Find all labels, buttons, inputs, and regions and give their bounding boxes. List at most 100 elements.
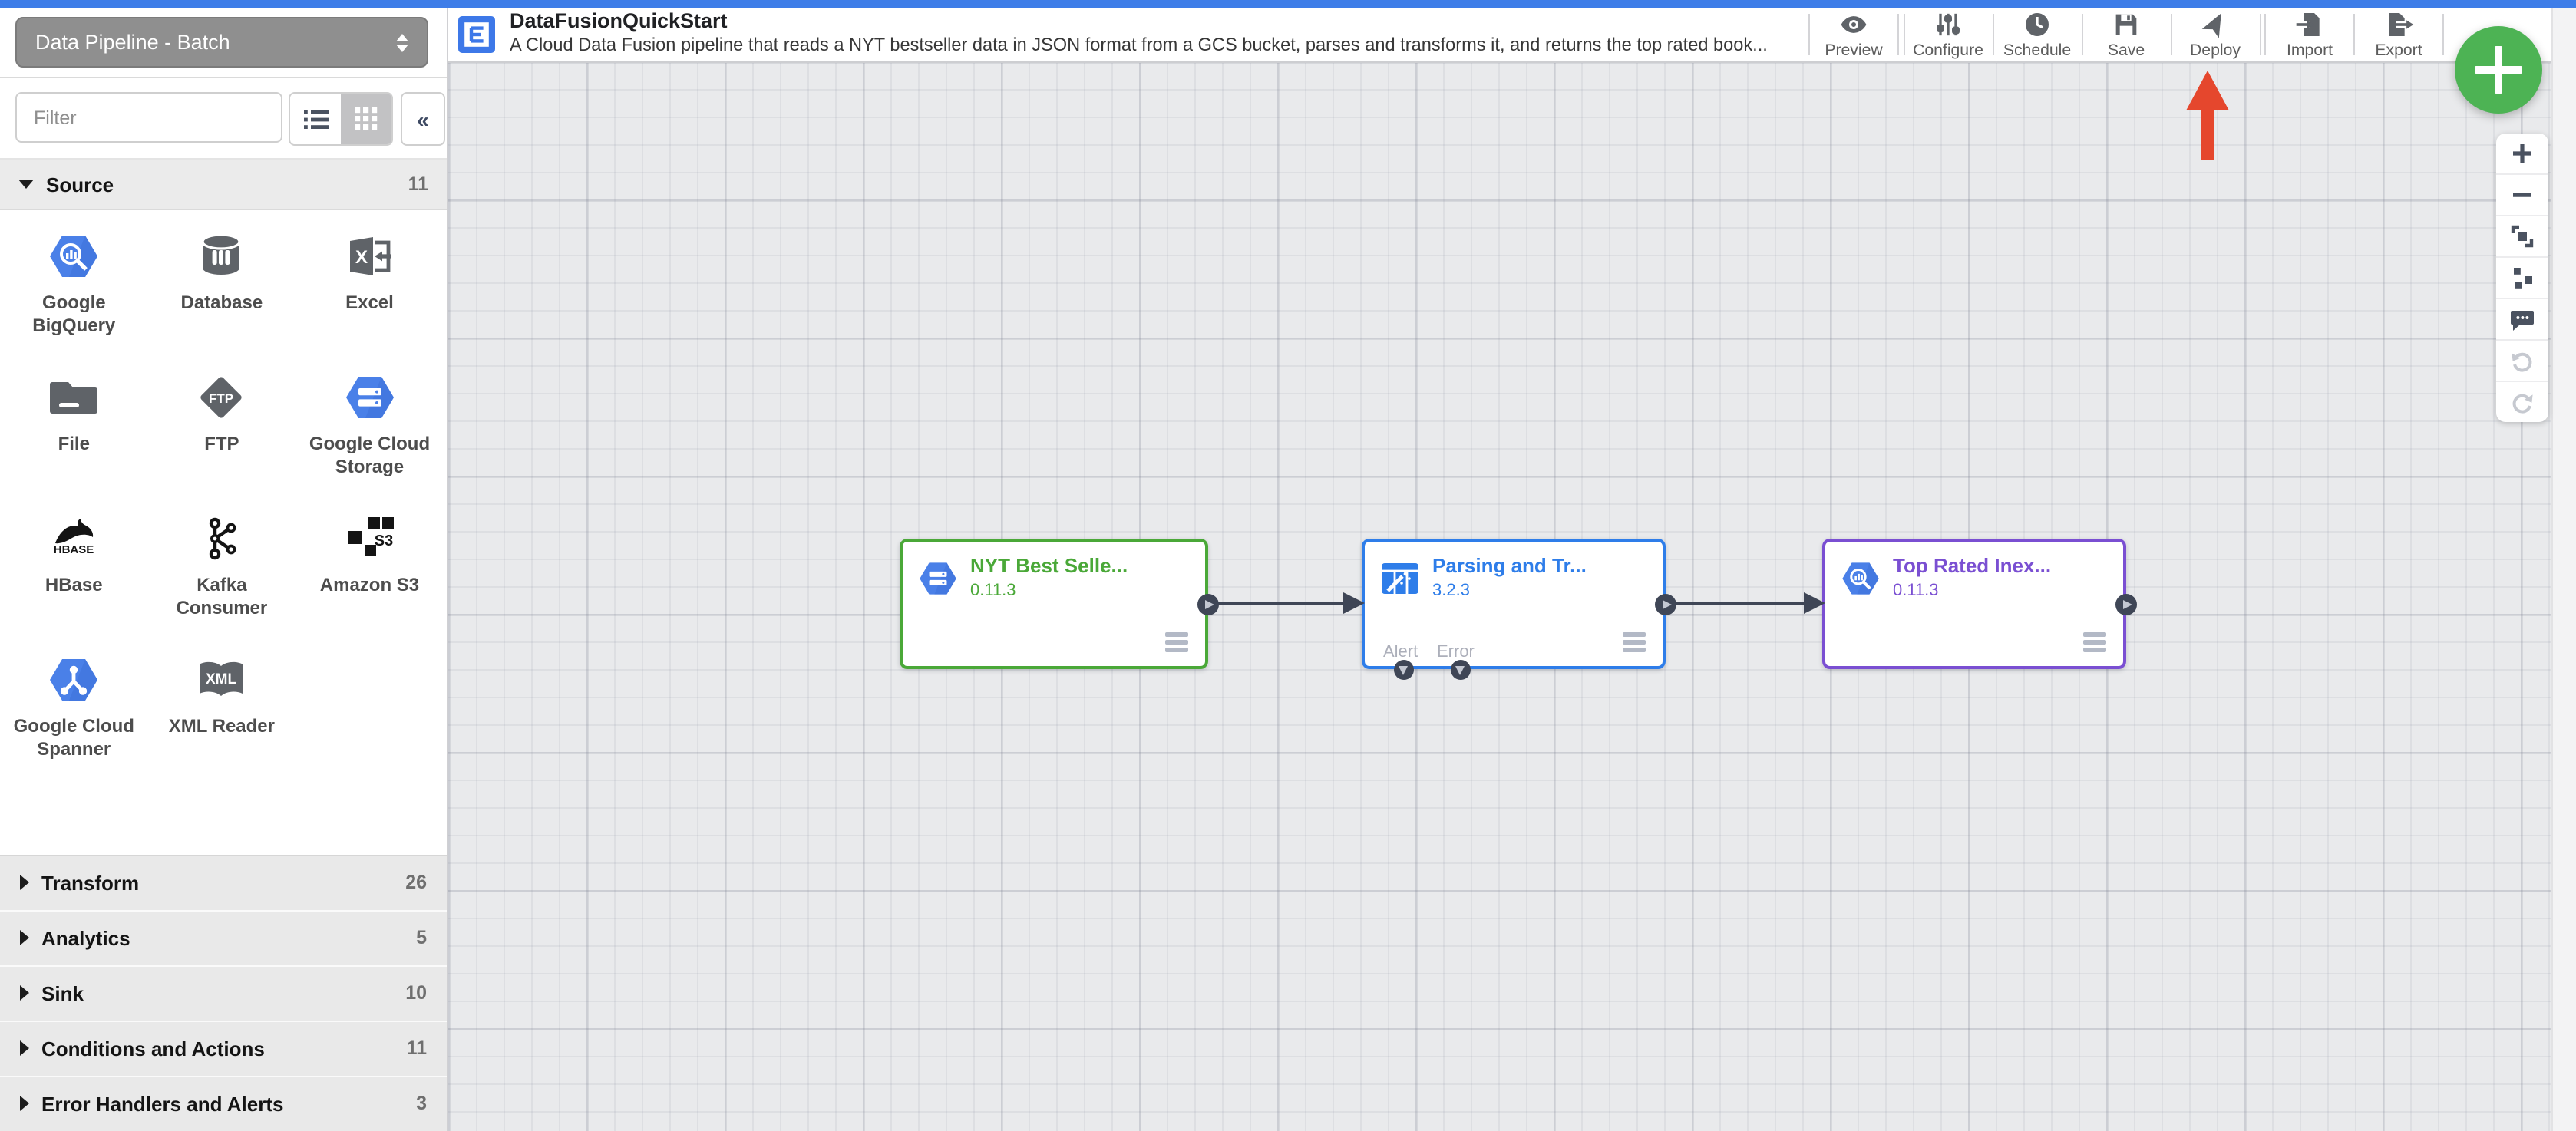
section-header-analytics[interactable]: Analytics 5 bbox=[0, 911, 447, 967]
plugin-label: Amazon S3 bbox=[319, 574, 420, 595]
toolbar-separator bbox=[2353, 14, 2355, 55]
section-count: 3 bbox=[416, 1093, 427, 1115]
floppy-icon bbox=[2115, 14, 2137, 35]
output-port[interactable] bbox=[1197, 593, 1219, 615]
hbase-orca-icon: HBASE bbox=[48, 513, 100, 565]
comment-button[interactable] bbox=[2496, 299, 2548, 341]
plugin-file[interactable]: File bbox=[3, 371, 144, 513]
caret-right-icon bbox=[20, 875, 29, 891]
caret-right-icon bbox=[20, 985, 29, 1001]
connection-arrowhead-icon bbox=[1343, 592, 1365, 613]
section-label: Error Handlers and Alerts bbox=[41, 1092, 284, 1116]
data-fusion-logo bbox=[457, 15, 496, 61]
pipeline-type-row: Data Pipeline - Batch bbox=[0, 8, 447, 78]
plugin-excel[interactable]: X Excel bbox=[299, 230, 440, 371]
plugin-label: Google Cloud Spanner bbox=[13, 715, 134, 759]
sidebar-collapse-button[interactable]: « bbox=[401, 92, 445, 146]
clock-icon bbox=[2026, 13, 2049, 36]
plus-icon bbox=[2513, 144, 2531, 163]
pipeline-type-select[interactable]: Data Pipeline - Batch bbox=[15, 17, 428, 68]
send-icon bbox=[2201, 13, 2221, 38]
caret-down-icon bbox=[18, 180, 34, 189]
gcs-hexagon-icon bbox=[918, 559, 958, 598]
header-actions: Preview Configure Schedul bbox=[1808, 8, 2444, 61]
plugin-label: Kafka Consumer bbox=[176, 574, 268, 618]
connection-line[interactable] bbox=[1208, 601, 1343, 605]
pipeline-node-parsing-and-transform[interactable]: Parsing and Tr... 3.2.3 Alert Error bbox=[1362, 539, 1676, 679]
section-header-transform[interactable]: Transform 26 bbox=[0, 856, 447, 912]
section-count: 26 bbox=[405, 872, 427, 894]
plugin-google-cloud-spanner[interactable]: Google Cloud Spanner bbox=[3, 654, 144, 795]
toolbar-separator bbox=[1992, 14, 1993, 55]
port-play-icon bbox=[1204, 599, 1214, 608]
node-menu-icon[interactable] bbox=[1165, 632, 1188, 652]
collapsed-sections: Transform 26 Analytics 5 Sink 10 Conditi… bbox=[0, 854, 447, 1131]
pipeline-type-label: Data Pipeline - Batch bbox=[35, 31, 230, 54]
schedule-button[interactable]: Schedule bbox=[1993, 8, 2081, 61]
auto-align-icon bbox=[2514, 268, 2532, 289]
plugin-sidebar: Data Pipeline - Batch bbox=[0, 8, 448, 1131]
port-down-icon bbox=[1399, 665, 1408, 675]
plugin-filter-input[interactable] bbox=[15, 92, 282, 143]
section-count: 11 bbox=[408, 173, 428, 195]
plugin-ftp[interactable]: FTP FTP bbox=[151, 371, 292, 513]
gcs-hexagon-icon bbox=[343, 371, 395, 424]
toolbar-separator bbox=[2170, 14, 2171, 55]
alert-port[interactable] bbox=[1393, 659, 1413, 679]
error-port[interactable] bbox=[1450, 659, 1470, 679]
grid-icon bbox=[355, 107, 378, 130]
plugin-kafka-consumer[interactable]: Kafka Consumer bbox=[151, 513, 292, 654]
action-label: Schedule bbox=[2003, 41, 2072, 60]
plugin-google-bigquery[interactable]: Google BigQuery bbox=[3, 230, 144, 371]
undo-button[interactable] bbox=[2496, 341, 2548, 382]
svg-text:X: X bbox=[355, 247, 367, 268]
section-header-sink[interactable]: Sink 10 bbox=[0, 966, 447, 1022]
pipeline-node-top-rated-inexpensive[interactable]: Top Rated Inex... 0.11.3 bbox=[1822, 539, 2137, 669]
import-button[interactable]: Import bbox=[2266, 8, 2353, 61]
grid-view-button[interactable] bbox=[341, 94, 391, 144]
preview-button[interactable]: Preview bbox=[1810, 8, 1897, 61]
pipeline-node-nyt-best-sellers[interactable]: NYT Best Selle... 0.11.3 bbox=[900, 539, 1219, 669]
redo-button[interactable] bbox=[2496, 382, 2548, 422]
section-header-error-handlers-and-alerts[interactable]: Error Handlers and Alerts 3 bbox=[0, 1077, 447, 1131]
plugin-hbase[interactable]: HBASE HBase bbox=[3, 513, 144, 654]
spanner-hexagon-icon bbox=[48, 654, 100, 706]
select-updown-icon bbox=[396, 33, 408, 51]
port-down-icon bbox=[1455, 665, 1465, 675]
section-count: 10 bbox=[405, 982, 427, 1004]
export-button[interactable]: Export bbox=[2355, 8, 2442, 61]
svg-text:XML: XML bbox=[206, 671, 238, 688]
deploy-button[interactable]: Deploy bbox=[2171, 8, 2259, 61]
connection-arrowhead-icon bbox=[1804, 592, 1825, 613]
node-title: NYT Best Selle... bbox=[970, 554, 1128, 577]
node-menu-icon[interactable] bbox=[1623, 632, 1646, 652]
connection-line[interactable] bbox=[1666, 601, 1804, 605]
node-menu-icon[interactable] bbox=[2083, 632, 2106, 652]
zoom-out-button[interactable] bbox=[2496, 175, 2548, 216]
alert-port-label: Alert bbox=[1383, 643, 1418, 661]
plugin-xml-reader[interactable]: XML XML Reader bbox=[151, 654, 292, 795]
list-view-button[interactable] bbox=[290, 94, 341, 144]
zoom-in-button[interactable] bbox=[2496, 134, 2548, 175]
fit-to-screen-button[interactable] bbox=[2496, 216, 2548, 258]
plus-icon bbox=[2495, 46, 2502, 94]
add-plugin-fab-button[interactable] bbox=[2455, 26, 2542, 114]
collapse-chevrons-icon: « bbox=[417, 107, 429, 131]
plugin-database[interactable]: Database bbox=[151, 230, 292, 371]
configure-button[interactable]: Configure bbox=[1904, 8, 1992, 61]
plugin-view-toggle bbox=[289, 92, 393, 146]
auto-align-button[interactable] bbox=[2496, 258, 2548, 299]
save-button[interactable]: Save bbox=[2082, 8, 2170, 61]
database-icon bbox=[196, 230, 248, 282]
section-header-source[interactable]: Source 11 bbox=[0, 160, 447, 210]
action-label: Configure bbox=[1913, 41, 1983, 60]
svg-text:HBASE: HBASE bbox=[54, 543, 94, 556]
output-port[interactable] bbox=[2115, 593, 2137, 615]
section-header-conditions-and-actions[interactable]: Conditions and Actions 11 bbox=[0, 1021, 447, 1077]
pipeline-canvas[interactable]: NYT Best Selle... 0.11.3 bbox=[448, 61, 2551, 1131]
scrollbar-gutter[interactable] bbox=[2551, 8, 2576, 1131]
plugin-amazon-s3[interactable]: S3 Amazon S3 bbox=[299, 513, 440, 654]
plugin-google-cloud-storage[interactable]: Google Cloud Storage bbox=[299, 371, 440, 513]
output-port[interactable] bbox=[1655, 593, 1676, 615]
